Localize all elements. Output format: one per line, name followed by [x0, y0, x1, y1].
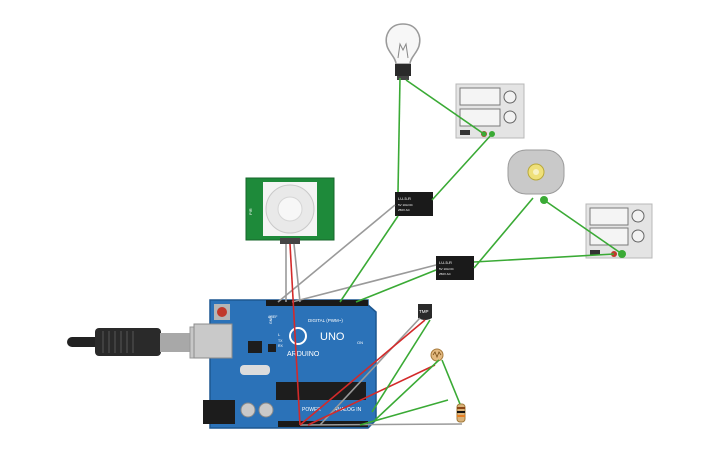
wire[interactable]	[441, 359, 461, 405]
pir-sensor[interactable]: PIR	[245, 177, 335, 244]
light-bulb[interactable]	[385, 23, 421, 80]
wire[interactable]	[371, 319, 431, 413]
relay-1-line1: 5V 10A DC	[398, 203, 414, 207]
usb-cable[interactable]	[67, 326, 215, 359]
wires	[277, 77, 623, 426]
relay-2-line1: 5V 10A DC	[439, 267, 455, 271]
wire[interactable]	[339, 215, 399, 303]
temperature-sensor[interactable]: TMP	[418, 304, 432, 320]
terminals	[481, 131, 626, 258]
wire[interactable]	[307, 364, 436, 426]
wire[interactable]	[543, 199, 623, 255]
tx-label: TX	[278, 339, 283, 343]
board-brand: ARDUINO	[287, 351, 320, 358]
wire[interactable]	[289, 243, 301, 426]
power-jack	[203, 400, 235, 424]
wire[interactable]	[473, 197, 534, 269]
on-label: ON	[357, 340, 363, 345]
board-model: UNO	[320, 331, 345, 343]
wire[interactable]	[473, 253, 615, 263]
aref-label: AREF	[268, 315, 277, 319]
capacitor	[258, 402, 274, 418]
digital-header	[266, 300, 368, 306]
wire[interactable]	[299, 319, 426, 426]
wire[interactable]	[277, 204, 396, 303]
wire[interactable]	[319, 317, 421, 426]
wire[interactable]	[397, 77, 401, 193]
wire[interactable]	[374, 359, 440, 421]
analog-label: ANALOG IN	[334, 407, 362, 413]
wire[interactable]	[291, 264, 437, 303]
gnd-label: GND	[269, 316, 273, 324]
relay-2-title: LU-5-R	[439, 260, 452, 265]
usb-port	[193, 323, 233, 359]
power-supply-2[interactable]	[585, 203, 653, 259]
relay-2[interactable]: LU-5-R 5V 10A DC 250V AC	[436, 256, 474, 280]
wire[interactable]	[359, 399, 449, 426]
current-knob[interactable]	[503, 110, 517, 124]
wire[interactable]	[299, 423, 463, 426]
relay-2-line2: 250V AC	[439, 272, 452, 276]
digital-label: DIGITAL (PWM~)	[308, 318, 343, 323]
wire[interactable]	[293, 243, 301, 303]
voltage-knob[interactable]	[503, 90, 517, 104]
relay-1[interactable]: LU-5-R 5V 10A DC 250V AC	[395, 192, 433, 216]
capacitor	[240, 402, 256, 418]
rx-label: RX	[278, 344, 284, 348]
relay-1-line2: 250V AC	[398, 208, 411, 212]
wire[interactable]	[355, 269, 437, 303]
dc-motor[interactable]	[507, 149, 565, 195]
pir-label: PIR	[248, 208, 253, 215]
temp-label: TMP	[419, 309, 429, 314]
resistor[interactable]	[456, 403, 466, 423]
arduino-uno-board[interactable]: ARDUINO UNO DIGITAL (PWM~) POWER ANALOG …	[193, 299, 377, 429]
power-supply-1[interactable]	[455, 83, 525, 139]
wire[interactable]	[431, 133, 493, 201]
voltage-knob[interactable]	[631, 209, 645, 223]
relay-1-title: LU-5-R	[398, 196, 411, 201]
wire[interactable]	[405, 79, 485, 135]
power-label: POWER	[302, 407, 321, 413]
current-knob[interactable]	[631, 229, 645, 243]
power-header	[278, 421, 368, 427]
l-label: L	[278, 332, 281, 337]
photoresistor[interactable]	[430, 348, 444, 362]
